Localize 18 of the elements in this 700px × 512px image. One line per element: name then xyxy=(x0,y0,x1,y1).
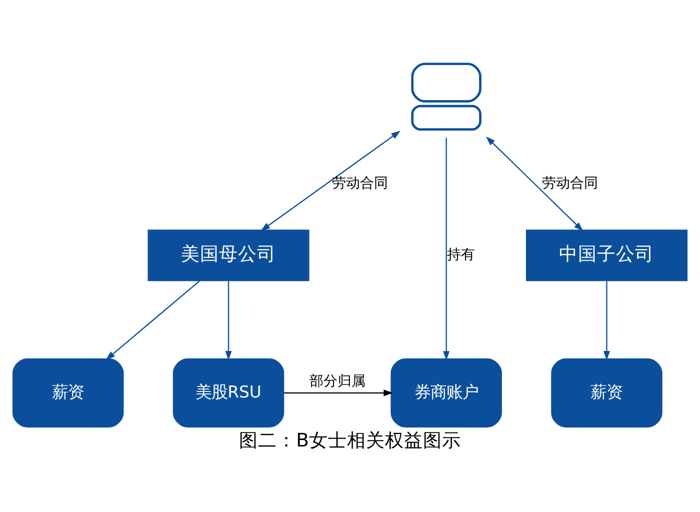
arrow xyxy=(106,280,200,360)
arrow xyxy=(225,280,232,360)
node-box: 美股RSU xyxy=(172,358,284,427)
edge-label: 部分归属 xyxy=(309,372,366,389)
arrow xyxy=(260,130,400,231)
caption: 图二：B女士相关权益图示 xyxy=(239,430,461,452)
node-box: 薪资 xyxy=(12,358,124,427)
node-box: 美国母公司 xyxy=(148,229,310,281)
node-box: 中国子公司 xyxy=(526,229,688,281)
arrow xyxy=(284,389,394,396)
arrow xyxy=(486,136,584,231)
arrow xyxy=(443,137,450,360)
node-box: 券商账户 xyxy=(390,358,502,427)
edge-label: 持有 xyxy=(446,246,475,262)
arrow xyxy=(603,280,610,360)
edge-label: 劳动合同 xyxy=(542,175,598,192)
edge-label: 劳动合同 xyxy=(332,175,388,192)
node-box: 薪资 xyxy=(551,358,662,427)
